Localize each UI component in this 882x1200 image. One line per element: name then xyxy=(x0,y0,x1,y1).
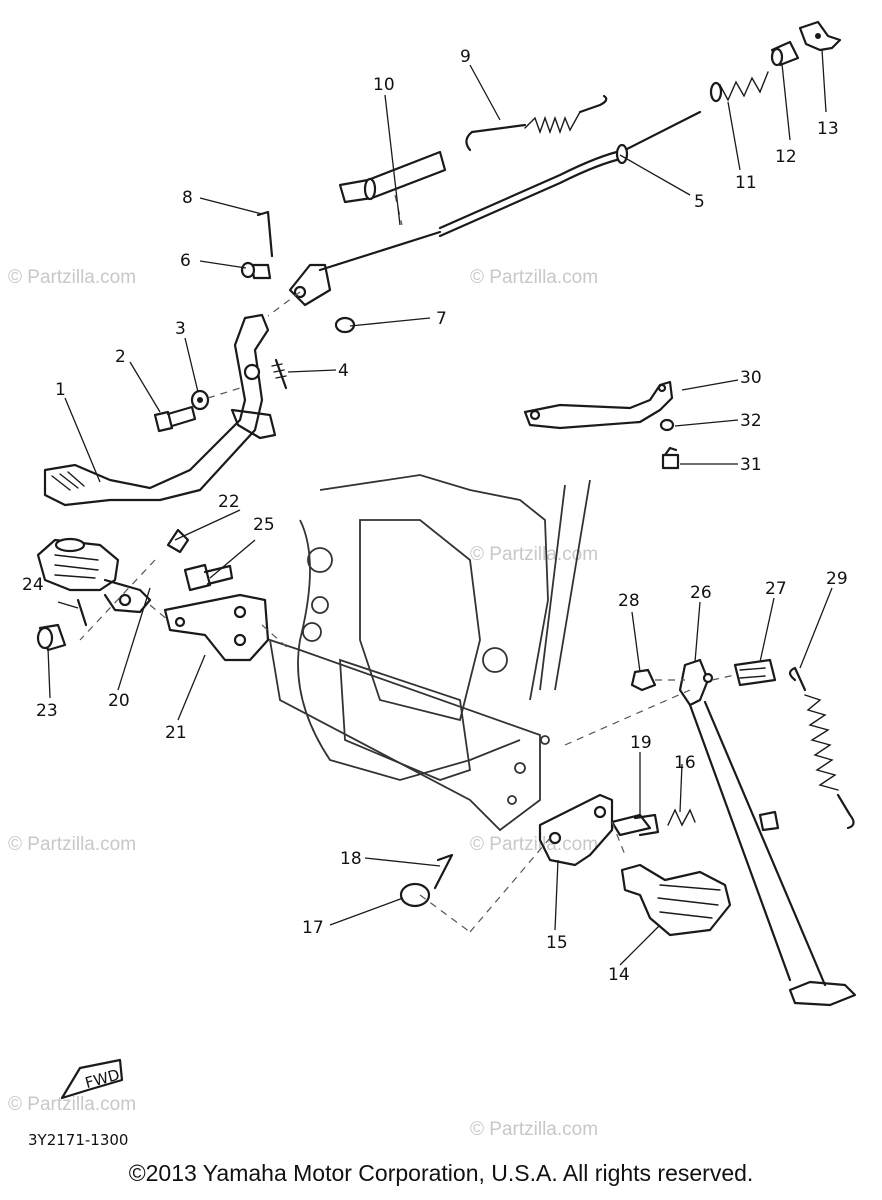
watermark: © Partzilla.com xyxy=(8,267,136,288)
pivot-shaft xyxy=(338,150,447,204)
callout-19: 19 xyxy=(630,733,652,753)
callout-10: 10 xyxy=(373,75,395,95)
callout-28: 28 xyxy=(618,591,640,611)
watermark: © Partzilla.com xyxy=(470,1119,598,1140)
watermark: © Partzilla.com xyxy=(470,834,598,855)
callout-6: 6 xyxy=(180,251,191,271)
callout-2: 2 xyxy=(115,347,126,367)
frame-outline xyxy=(268,474,591,832)
pivot-bolt xyxy=(153,358,288,433)
callout-22: 22 xyxy=(218,492,240,512)
adjuster-nut xyxy=(798,20,842,52)
callout-31: 31 xyxy=(740,455,762,475)
fwd-arrow-icon: FWD xyxy=(60,1058,124,1100)
callout-26: 26 xyxy=(690,583,712,603)
callout-20: 20 xyxy=(108,691,130,711)
adjuster-pin xyxy=(770,40,800,67)
callout-9: 9 xyxy=(460,47,471,67)
callout-27: 27 xyxy=(765,579,787,599)
callout-8: 8 xyxy=(182,188,193,208)
leader-lines xyxy=(47,49,833,966)
callout-25: 25 xyxy=(253,515,275,535)
diagram-code: 3Y2171-1300 xyxy=(28,1131,128,1149)
watermark: © Partzilla.com xyxy=(470,544,598,565)
callout-numbers: 1 2 3 4 5 6 7 8 9 10 11 12 13 14 15 16 1… xyxy=(22,47,848,985)
callout-29: 29 xyxy=(826,569,848,589)
watermark: © Partzilla.com xyxy=(470,267,598,288)
callout-3: 3 xyxy=(175,319,186,339)
callout-5: 5 xyxy=(694,192,705,212)
callout-18: 18 xyxy=(340,849,362,869)
callout-4: 4 xyxy=(338,361,349,381)
callout-16: 16 xyxy=(674,753,696,773)
watermark: © Partzilla.com xyxy=(8,834,136,855)
watermarks: © Partzilla.com © Partzilla.com © Partzi… xyxy=(8,267,598,1140)
return-spring xyxy=(465,94,608,152)
callout-12: 12 xyxy=(775,147,797,167)
callout-13: 13 xyxy=(817,119,839,139)
copyright-notice: ©2013 Yamaha Motor Corporation, U.S.A. A… xyxy=(128,1160,754,1186)
brake-rod xyxy=(240,110,702,334)
callout-17: 17 xyxy=(302,918,324,938)
callout-30: 30 xyxy=(740,368,762,388)
fwd-label: FWD xyxy=(83,1066,121,1092)
adjuster-spring xyxy=(709,71,769,103)
callout-11: 11 xyxy=(735,173,757,193)
callout-15: 15 xyxy=(546,933,568,953)
left-footrest xyxy=(36,528,270,662)
callout-7: 7 xyxy=(436,309,447,329)
side-bracket xyxy=(523,380,680,470)
callout-32: 32 xyxy=(740,411,762,431)
callout-14: 14 xyxy=(608,965,630,985)
sidestand xyxy=(630,658,857,1007)
brake-pedal xyxy=(43,313,277,507)
callout-1: 1 xyxy=(55,380,66,400)
callout-23: 23 xyxy=(36,701,58,721)
callout-21: 21 xyxy=(165,723,187,743)
right-footrest xyxy=(399,793,732,937)
watermark: © Partzilla.com xyxy=(8,1094,136,1115)
assembly-lines xyxy=(79,194,736,933)
callout-24: 24 xyxy=(22,575,44,595)
